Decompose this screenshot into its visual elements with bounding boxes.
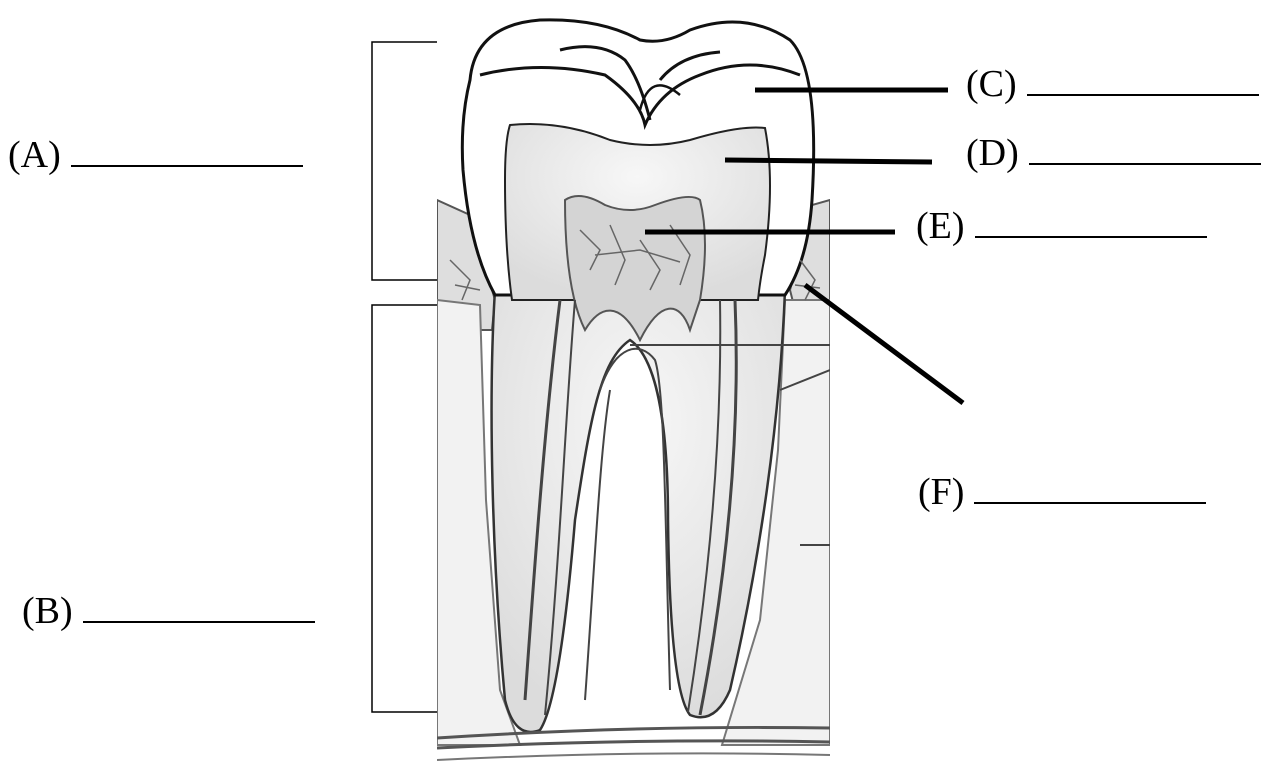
answer-blank-e[interactable] <box>975 232 1207 238</box>
answer-blank-f[interactable] <box>974 498 1206 504</box>
bracket-crown <box>372 42 437 280</box>
nerve-base <box>437 753 830 760</box>
label-f: (F) <box>918 473 1206 511</box>
label-d: (D) <box>966 134 1261 172</box>
label-d-text: (D) <box>966 132 1019 174</box>
label-c: (C) <box>966 65 1259 103</box>
answer-blank-c[interactable] <box>1027 90 1259 96</box>
answer-blank-b[interactable] <box>83 617 315 623</box>
tooth-illustration <box>437 20 830 760</box>
label-c-text: (C) <box>966 63 1017 105</box>
label-b: (B) <box>22 592 315 630</box>
label-e-text: (E) <box>916 205 965 247</box>
root-outline <box>492 290 785 732</box>
bracket-root <box>372 305 437 712</box>
answer-blank-d[interactable] <box>1029 159 1261 165</box>
label-e: (E) <box>916 207 1207 245</box>
answer-blank-a[interactable] <box>71 161 303 167</box>
pulp-chamber <box>565 196 705 340</box>
label-b-text: (B) <box>22 590 73 632</box>
pointer-line-d <box>725 160 932 162</box>
label-f-text: (F) <box>918 471 964 513</box>
label-a: (A) <box>8 136 303 174</box>
label-a-text: (A) <box>8 134 61 176</box>
